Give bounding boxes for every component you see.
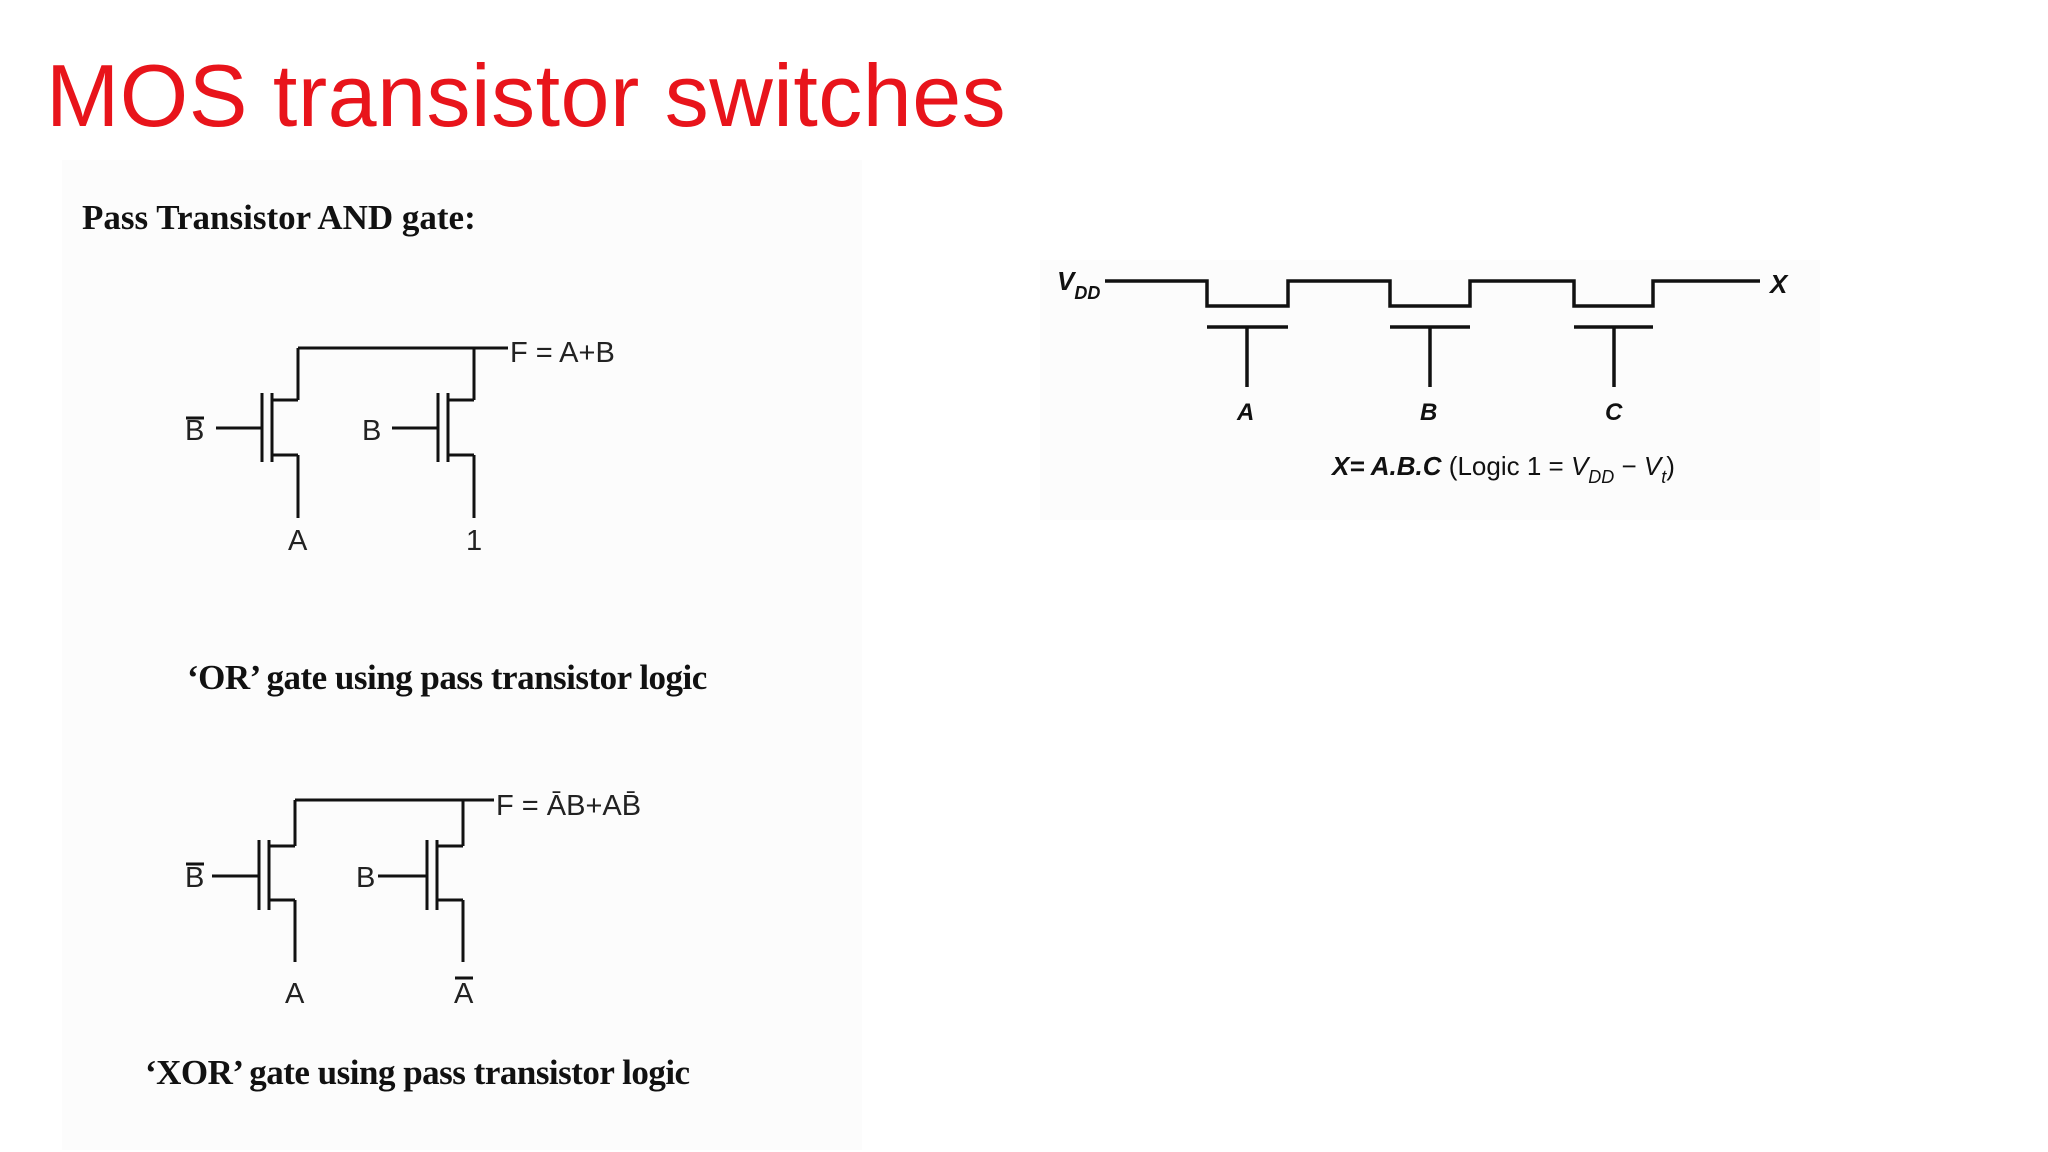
output-x-label: X <box>1768 269 1789 299</box>
slide-title: MOS transistor switches <box>46 46 1007 145</box>
or-input1-label: A <box>288 525 308 557</box>
section-heading: Pass Transistor AND gate: <box>82 198 476 237</box>
and-equation: X= A.B.C (Logic 1 = VDD − Vt) <box>1330 451 1675 487</box>
xor-gate-caption: ‘XOR’ gate using pass transistor logic <box>145 1053 690 1092</box>
xor-gate-wires <box>186 798 494 980</box>
xor-input2-label: A <box>454 978 474 1010</box>
or-gate1-label: B <box>185 415 204 447</box>
or-gate-wires <box>186 346 508 518</box>
gate-c-label: C <box>1605 399 1623 426</box>
image-panel-left <box>62 160 862 1150</box>
image-panel-right <box>1040 260 1820 520</box>
gate-b-label: B <box>1420 399 1437 426</box>
xor-gate2-label: B <box>356 862 375 894</box>
and-chain-wires <box>1105 279 1760 387</box>
xor-gate1-label: B <box>185 862 204 894</box>
vdd-label: VDD <box>1057 266 1100 303</box>
or-input2-label: 1 <box>466 525 482 557</box>
xor-input1-label: A <box>285 978 305 1010</box>
xor-output-label: F = ĀB+AB̄ <box>496 790 641 822</box>
or-gate-caption: ‘OR’ gate using pass transistor logic <box>187 658 707 697</box>
or-output-label: F = A+B <box>510 337 615 369</box>
gate-a-label: A <box>1236 399 1254 426</box>
or-gate2-label: B <box>362 415 381 447</box>
